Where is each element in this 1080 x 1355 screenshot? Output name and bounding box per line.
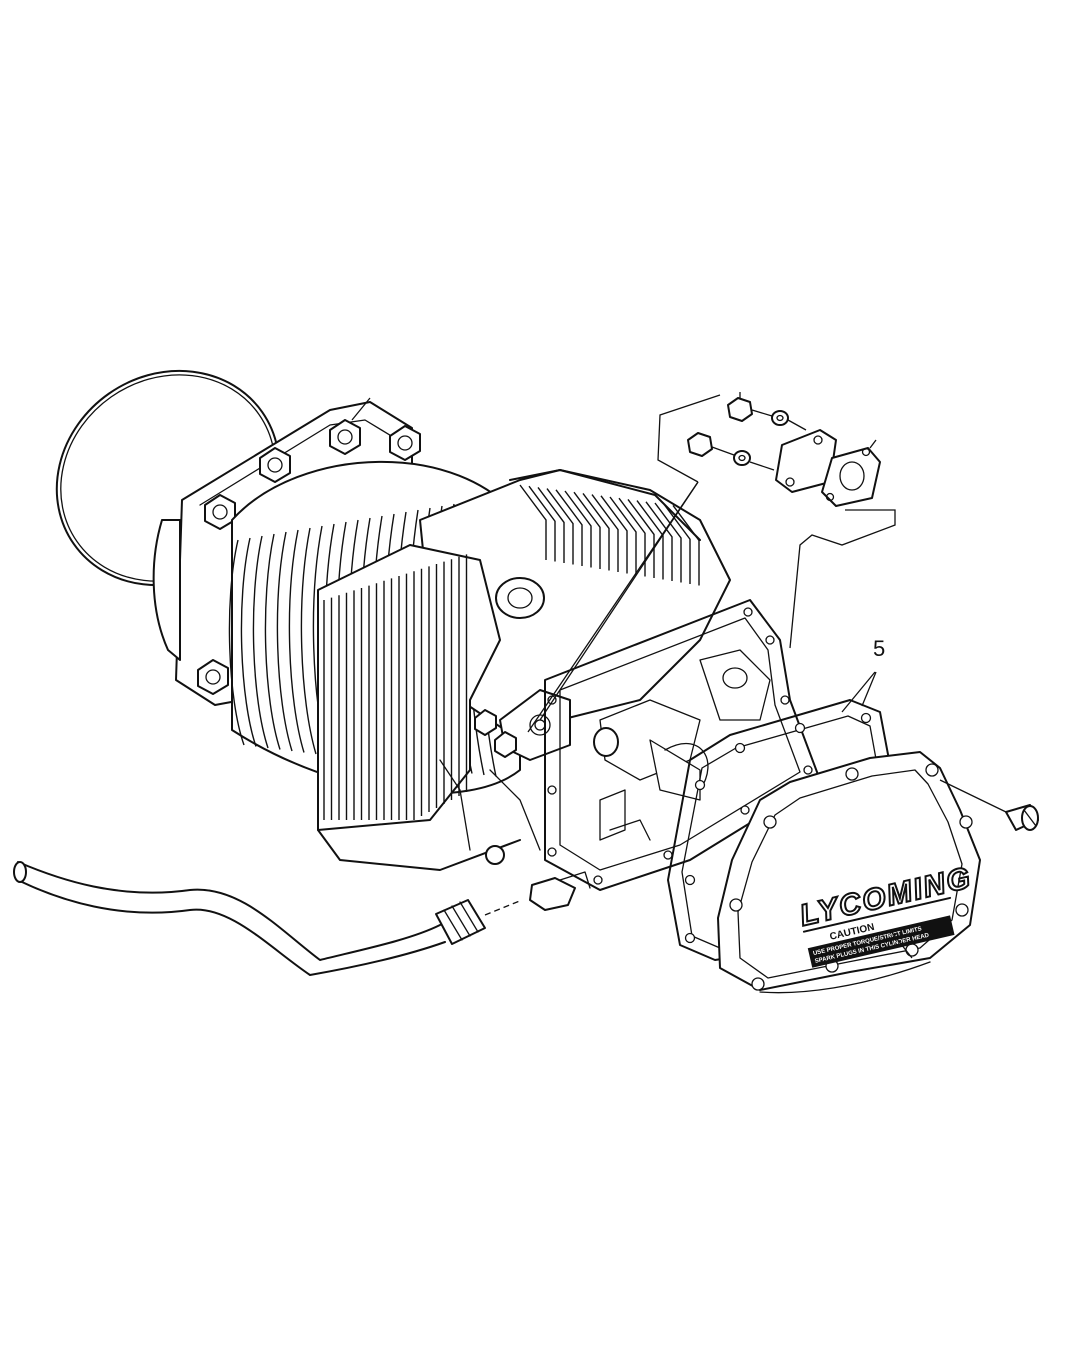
barrel-fin xyxy=(300,527,317,755)
rocker-interior xyxy=(593,649,771,841)
gasket-hole xyxy=(794,722,806,734)
hex-nut xyxy=(727,392,753,422)
head-fin xyxy=(519,484,547,560)
flange-nut xyxy=(197,659,229,695)
drain-tube xyxy=(13,861,523,976)
gasket-hole xyxy=(780,695,790,705)
exhaust-port xyxy=(474,689,571,865)
cover-screw xyxy=(939,779,1039,831)
cylinder-head xyxy=(419,469,731,741)
head-fin xyxy=(663,503,691,584)
gasket-hole xyxy=(547,785,557,795)
gasket-hole xyxy=(593,875,603,885)
caution-plate xyxy=(807,915,955,968)
lock-washer xyxy=(771,410,789,426)
barrel-fin xyxy=(288,529,305,753)
cover-bolt-hole xyxy=(751,977,765,991)
barrel-fin xyxy=(228,539,245,746)
head-fin xyxy=(555,489,583,566)
cover-bolt-hole xyxy=(959,815,973,829)
head-fin xyxy=(654,502,682,583)
barrel-fin xyxy=(264,533,281,750)
cover-bolt-hole xyxy=(729,898,743,912)
head-fin xyxy=(591,494,619,572)
head-fin xyxy=(609,496,637,575)
gasket-hole xyxy=(860,712,872,724)
lock-washer xyxy=(733,450,751,466)
valve-cover: LYCOMING CAUTION USE PROPER TORQUE/STRIC… xyxy=(717,751,981,994)
head-fin xyxy=(627,498,655,578)
gasket-hole xyxy=(740,805,750,815)
gasket-hole xyxy=(765,635,775,645)
gasket-hole xyxy=(743,607,753,617)
head-fin xyxy=(537,486,565,563)
head-fin xyxy=(582,492,610,571)
hex-nut xyxy=(687,432,713,457)
flange-nut xyxy=(329,419,361,455)
gasket-hole xyxy=(663,850,673,860)
head-fin xyxy=(645,501,673,581)
cover-bolt-hole xyxy=(845,767,859,781)
head-fin xyxy=(573,491,601,569)
barrel-fin xyxy=(252,535,269,749)
flange-nut xyxy=(389,425,421,461)
head-fin xyxy=(546,488,574,565)
gasket-hole xyxy=(803,765,813,775)
cover-bolt-hole xyxy=(925,763,939,777)
gasket-hole xyxy=(684,932,696,944)
flange-nut xyxy=(259,447,291,483)
barrel-fin xyxy=(240,537,257,747)
gasket-hole xyxy=(694,779,706,791)
gasket-hole xyxy=(734,742,746,754)
exploded-hardware xyxy=(527,392,896,733)
barrel-fin xyxy=(276,531,293,752)
cover-bolt-hole xyxy=(955,903,969,917)
drain-elbow xyxy=(529,871,591,911)
gasket-hole xyxy=(547,847,557,857)
port-gasket xyxy=(821,439,881,507)
gasket-hole xyxy=(684,874,696,886)
lower-fin-block xyxy=(317,544,541,871)
cover-bolt-hole xyxy=(763,815,777,829)
head-fin xyxy=(600,495,628,574)
head-fin xyxy=(564,490,592,568)
cover-bolt-hole xyxy=(905,943,919,957)
callout-5: 5 xyxy=(873,636,885,661)
head-fin xyxy=(528,485,556,562)
